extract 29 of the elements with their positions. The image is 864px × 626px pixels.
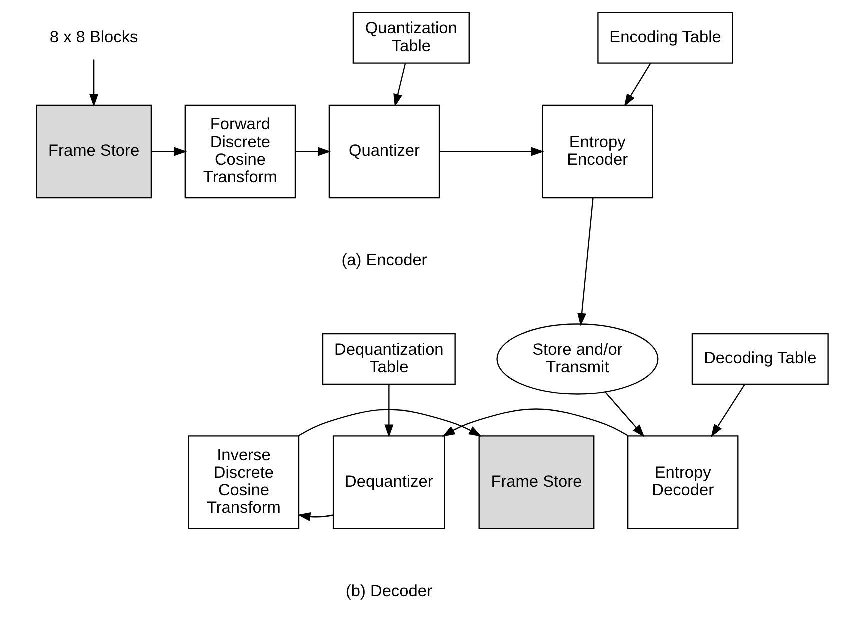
arrow <box>298 409 482 437</box>
arrow <box>710 384 745 438</box>
arrow <box>89 60 98 108</box>
arrow <box>624 63 651 107</box>
node-box: Decoding Table <box>691 334 828 386</box>
node-box: Frame Store <box>36 104 152 199</box>
node-text: 8 x 8 Blocks <box>49 28 138 46</box>
arrow <box>295 147 331 156</box>
arrow <box>604 392 644 438</box>
node-box: Inverse Discrete Cosine Transform <box>188 436 300 530</box>
node-box: Quantizer <box>328 104 440 199</box>
arrow <box>577 198 594 326</box>
node-box: Dequantizer <box>332 436 445 530</box>
arrow <box>442 408 628 437</box>
node-ellipse: Store and/or Transmit <box>496 324 658 395</box>
node-box: Entropy Decoder <box>626 436 738 530</box>
arrow <box>439 147 544 156</box>
label: (b) Decoder <box>345 582 432 600</box>
node-box: Encoding Table <box>597 12 733 64</box>
label: (a) Encoder <box>341 252 427 270</box>
node-box: Quantization Table <box>352 12 470 64</box>
arrow <box>384 384 394 438</box>
arrow <box>151 147 187 156</box>
arrow <box>297 512 334 522</box>
node-box: Forward Discrete Cosine Transform <box>184 104 296 199</box>
node-box: Frame Store <box>478 436 594 530</box>
node-box: Dequantization Table <box>322 334 456 386</box>
arrow <box>393 63 406 108</box>
node-box: Entropy Encoder <box>542 104 653 199</box>
